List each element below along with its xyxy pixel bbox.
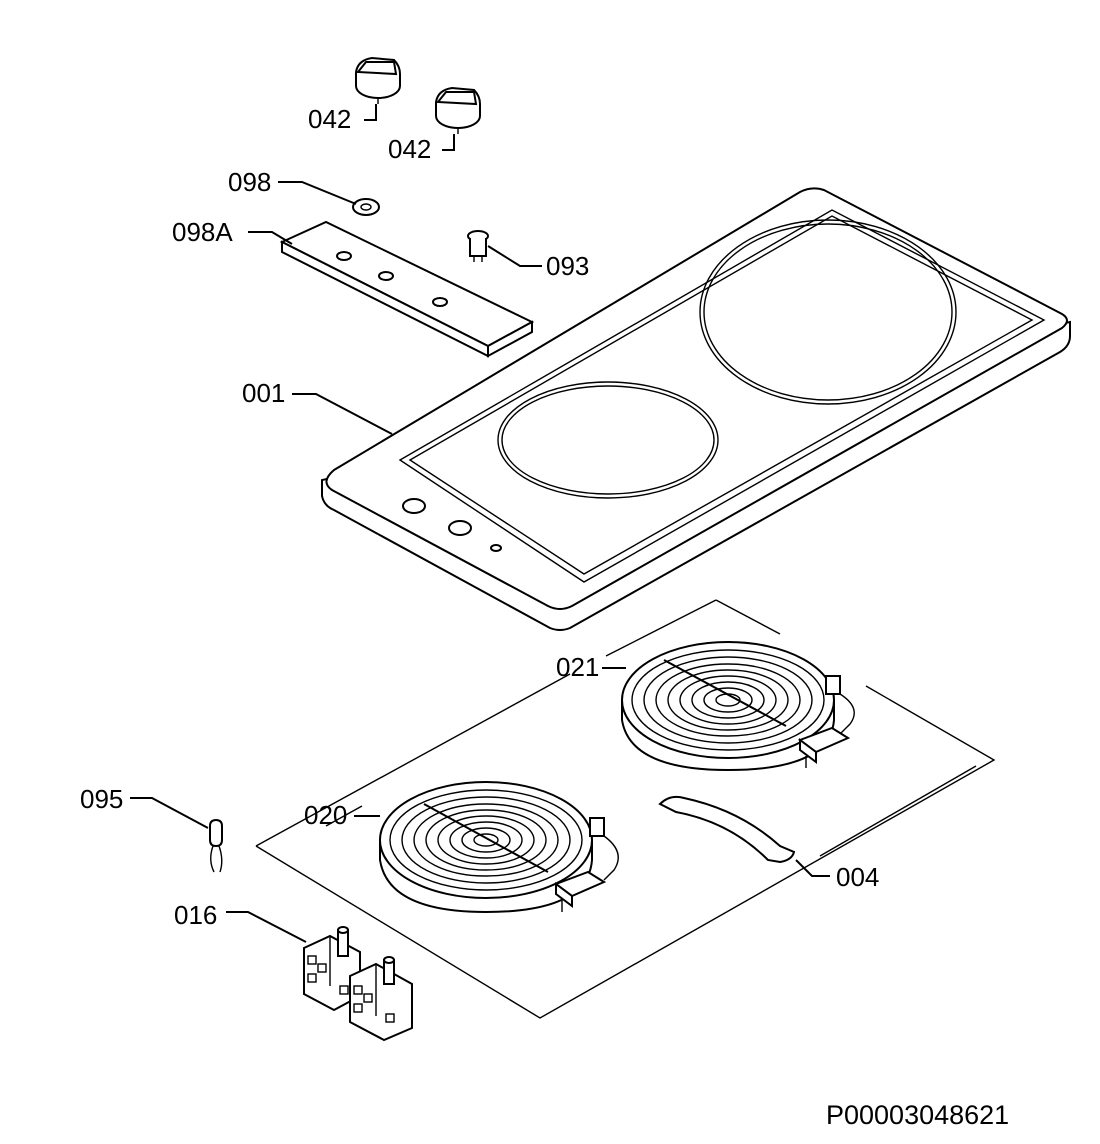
label-001: 001 bbox=[242, 378, 285, 408]
leader-098a bbox=[248, 231, 293, 245]
label-042-upper: 042 bbox=[308, 104, 351, 134]
knob-042-upper bbox=[355, 56, 401, 104]
leader-042-upper bbox=[364, 104, 377, 121]
hob-top-001 bbox=[321, 187, 1071, 631]
label-004: 004 bbox=[836, 862, 879, 892]
heater-020 bbox=[379, 781, 619, 914]
leader-001 bbox=[292, 393, 393, 435]
switch-016 bbox=[303, 926, 413, 1042]
leader-098 bbox=[278, 181, 357, 205]
pin-093 bbox=[467, 230, 489, 262]
label-098: 098 bbox=[228, 167, 271, 197]
heater-021 bbox=[621, 641, 855, 772]
label-098a: 098A bbox=[172, 217, 233, 247]
leader-093 bbox=[487, 245, 542, 267]
sensor-095 bbox=[209, 818, 223, 873]
leader-042-lower bbox=[442, 134, 455, 151]
washer-098 bbox=[352, 198, 380, 216]
leader-004 bbox=[795, 859, 830, 877]
panel-strip-098a bbox=[279, 220, 535, 358]
label-021: 021 bbox=[556, 652, 599, 682]
leader-095 bbox=[130, 797, 209, 829]
label-095: 095 bbox=[80, 784, 123, 814]
knob-042-lower bbox=[435, 86, 481, 134]
label-016: 016 bbox=[174, 900, 217, 930]
label-042-lower: 042 bbox=[388, 134, 431, 164]
assembly-frame-lines bbox=[255, 599, 996, 1019]
label-020: 020 bbox=[304, 800, 347, 830]
drawing-code: P00003048621 bbox=[826, 1100, 1009, 1130]
leader-016 bbox=[226, 911, 307, 943]
clip-004 bbox=[658, 795, 796, 864]
label-093: 093 bbox=[546, 251, 589, 281]
